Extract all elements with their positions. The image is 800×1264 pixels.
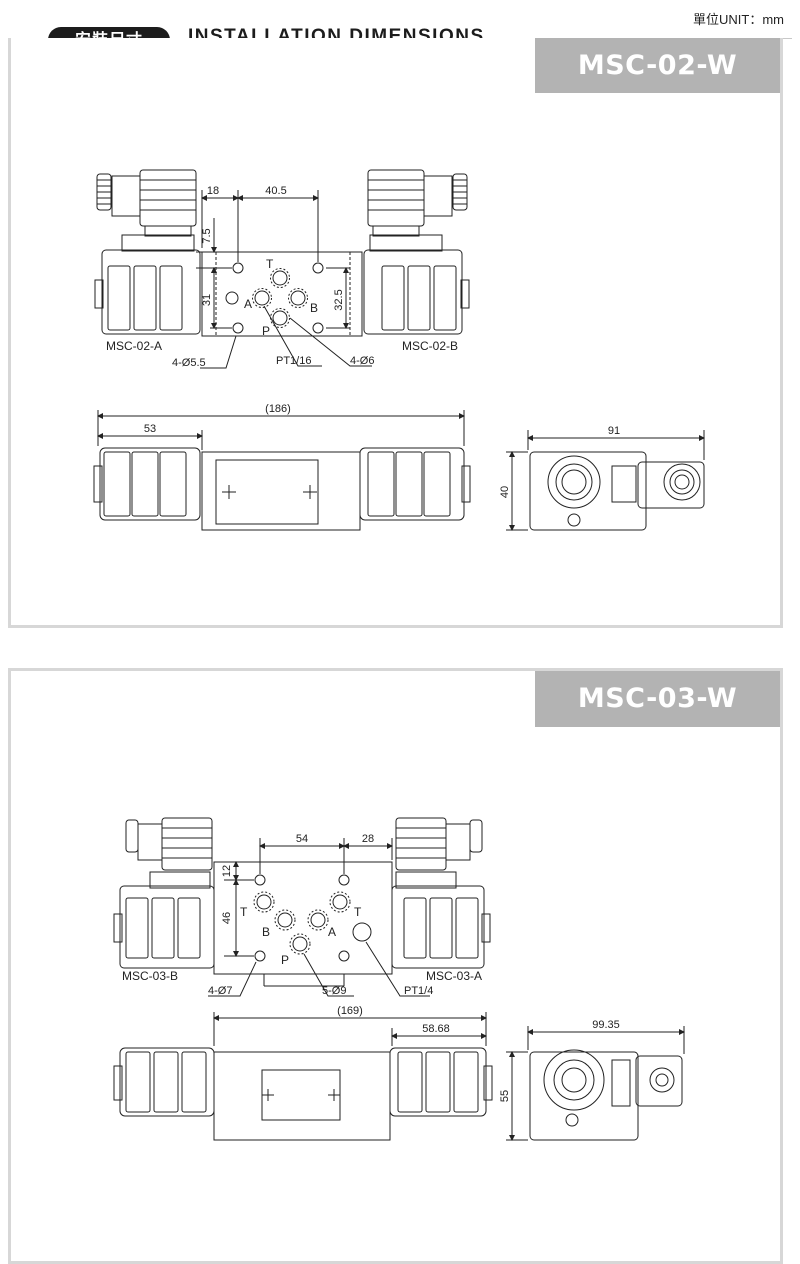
model-title-msc02: MSC-02-W <box>535 38 780 93</box>
dim-91: 91 <box>608 425 620 437</box>
dim-58-68: 58.68 <box>422 1023 450 1035</box>
msc02-top-view <box>94 169 470 369</box>
dim-18: 18 <box>207 185 219 197</box>
dim-169: (169) <box>337 1005 363 1017</box>
dim-pt1-16: PT1/16 <box>276 355 311 367</box>
dim-99-35: 99.35 <box>592 1019 620 1031</box>
dim-4-hole-6: 4-Ø6 <box>350 355 374 367</box>
msc03-side-view <box>113 1012 493 1141</box>
label-msc03-b: MSC-03-B <box>122 969 178 983</box>
dim-55: 55 <box>499 1090 511 1102</box>
dim-4-hole-5-5: 4-Ø5.5 <box>172 357 206 369</box>
port-t-right: T <box>354 905 362 919</box>
dim-53: 53 <box>144 423 156 435</box>
dim-186: (186) <box>265 403 291 415</box>
dim-31: 31 <box>201 294 213 306</box>
model-title-msc03: MSC-03-W <box>535 671 780 727</box>
dim-40-5: 40.5 <box>265 185 286 197</box>
dim-4-hole-7: 4-Ø7 <box>208 985 232 997</box>
unit-label: 單位UNIT：mm <box>693 12 784 27</box>
port-a: A <box>328 925 336 939</box>
dim-32-5: 32.5 <box>333 289 345 310</box>
msc03-top-view <box>113 817 491 997</box>
port-a: A <box>244 297 252 311</box>
msc03-end-view <box>506 1026 685 1141</box>
dim-28: 28 <box>362 833 374 845</box>
dim-46: 46 <box>221 912 233 924</box>
label-msc02-b: MSC-02-B <box>402 339 458 353</box>
msc02-end-view <box>506 430 705 531</box>
dim-12: 12 <box>221 865 233 877</box>
dim-5-hole-9: 5-Ø9 <box>322 985 346 997</box>
port-b: B <box>310 301 318 315</box>
dim-7-5: 7.5 <box>201 228 213 243</box>
dim-pt1-4: PT1/4 <box>404 985 433 997</box>
port-b: B <box>262 925 270 939</box>
label-msc02-a: MSC-02-A <box>106 339 162 353</box>
port-p: P <box>262 324 270 338</box>
panel-msc03: MSC-03-W <box>8 668 783 1264</box>
dim-54: 54 <box>296 833 308 845</box>
label-msc03-a: MSC-03-A <box>426 969 482 983</box>
msc02-side-view <box>93 410 471 531</box>
port-p: P <box>281 953 289 967</box>
port-t: T <box>266 257 274 271</box>
dim-40: 40 <box>499 486 511 498</box>
port-t-left: T <box>240 905 248 919</box>
